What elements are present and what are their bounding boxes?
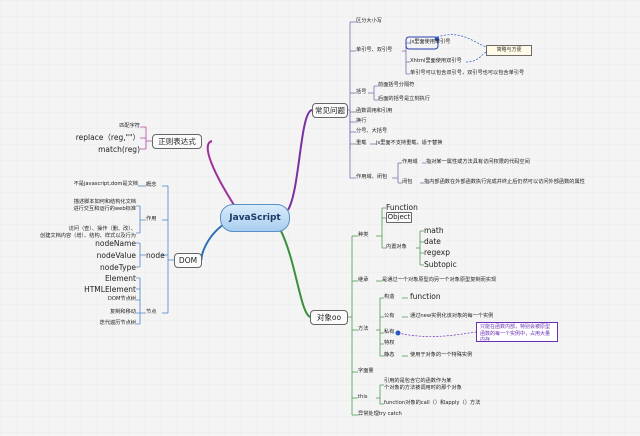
common-brackets[interactable]: 括号 [356,89,367,95]
oop-methods-privileged[interactable]: 特权 [384,340,395,346]
dom-nodes-dom[interactable]: DOM节点树 [107,296,136,302]
oop-inherit-text[interactable]: 是通过一个对象原型向另一个对象原型复制而实现 [382,277,497,283]
oop-methods[interactable]: 方法 [358,326,369,332]
oop-types-builtin[interactable]: 内置对象 [386,244,407,250]
root-node[interactable]: JavaScript [220,204,290,232]
highlight-dot [434,36,440,42]
oop-types-math[interactable]: math [424,226,444,235]
common-quotes[interactable]: 单引号、双引号 [356,47,393,53]
common-overload[interactable]: 重载 [356,140,367,146]
note-private: 只能在函数内部，特别会被原型函数的每一个实例中，占用大量内存 [476,322,558,343]
dom-node-name[interactable]: nodeName [95,239,136,248]
regex-links [140,126,152,150]
common-overload-text[interactable]: js里面不支持重载，适于替换 [376,140,443,146]
oop-types[interactable]: 种类 [358,232,369,238]
dom-role-line1[interactable]: 描述脚本如何和结构化文档 [73,199,136,205]
common-quotes-xhtml[interactable]: Xhtml里面使用双引号 [410,58,462,64]
oop-types-object[interactable]: Object [386,212,412,223]
dom-links [136,185,174,325]
oop-methods-public[interactable]: 公有 [384,313,395,319]
dom-concept-text[interactable]: 不是javascript,dom是文档 [73,181,138,187]
dom-role-line3[interactable]: 访问（查）、操作（删、改）、 [68,226,136,232]
oop-literal[interactable]: 字面量 [358,368,374,374]
dom-nodes-element[interactable]: Element [104,274,136,283]
branch-common[interactable]: 常见问题 [312,103,348,118]
link-root-oop [279,228,311,318]
common-call[interactable]: 函数调用和引用 [356,108,393,114]
common-brackets-back[interactable]: 后面的括号是立刻执行 [378,96,430,102]
note-link-private [397,331,477,337]
common-quotes-nest[interactable]: 单引号可以包含双引号，双引号也可以包含单引号 [410,70,525,76]
common-semicolon[interactable]: 分号、大括号 [356,128,388,134]
oop-methods-construct-text[interactable]: function [410,292,441,301]
common-case[interactable]: 区分大小写 [356,18,382,24]
oop-inherit[interactable]: 继承 [358,277,369,283]
dom-node[interactable]: node [146,251,165,260]
oop-links [348,207,424,416]
regex-replace[interactable]: replace（reg,""） [75,133,140,142]
common-brackets-front[interactable]: 前面括号分隔符 [378,82,415,88]
regex-match[interactable]: 匹配字符 [119,123,140,129]
dom-node-value[interactable]: nodeValue [96,251,136,260]
common-scope-scope[interactable]: 作用域 [402,159,418,165]
dom-nodes-copy[interactable]: 复制和移动 [110,309,136,315]
branch-oop[interactable]: 对象oo [310,310,348,325]
oop-methods-static[interactable]: 静态 [384,352,395,358]
note-link-quotes2 [465,51,487,63]
oop-types-regexp[interactable]: regexp [424,248,450,257]
dom-node-type[interactable]: nodeType [100,263,136,272]
oop-methods-private[interactable]: 私有 [384,329,395,335]
note-link-quotes [436,34,487,48]
regex-matchfn[interactable]: match(reg) [98,145,140,154]
dom-nodes[interactable]: 节点 [146,309,157,315]
dom-nodes-html[interactable]: HTMLElement [84,285,136,294]
dom-concept[interactable]: 概念 [146,182,157,188]
oop-this-line3[interactable]: function对象的call（）和apply（）方法 [384,400,481,406]
common-scope-closure[interactable]: 闭包 [402,179,413,185]
oop-types-subtopic[interactable]: Subtopic [424,260,457,269]
link-root-common [287,109,313,211]
dom-role-line4[interactable]: 创建文档内容（增）、结构、样式以及行为 [40,233,136,239]
common-newline[interactable]: 换行 [356,118,367,124]
branch-regex[interactable]: 正则表达式 [152,134,202,149]
branch-dom[interactable]: DOM [174,253,202,268]
oop-methods-public-text[interactable]: 通过new实例化该对象的每一个实例 [410,313,494,319]
common-scope-scope-text[interactable]: 指对某一属性或方法具有访问权限的代码空间 [426,159,530,165]
oop-methods-static-text[interactable]: 使用于对象的一个特殊实例 [410,352,473,358]
private-dot [395,330,401,336]
oop-exception[interactable]: 异常处理try catch [358,411,402,417]
link-root-regex [206,140,235,206]
dom-role[interactable]: 作用 [146,216,157,222]
highlight-js-quote [405,36,439,50]
common-scope[interactable]: 作用域、闭包 [356,174,388,180]
oop-this-line2[interactable]: 个对象的方法被调用时的那个对象 [384,385,462,391]
common-scope-closure-text[interactable]: 指内部函数在外部函数执行完成并终止后仍然可以访问外部函数的属性 [424,179,585,185]
oop-methods-construct[interactable]: 构造 [384,294,395,300]
oop-types-date[interactable]: date [424,237,441,246]
common-quotes-js[interactable]: js里面使用单引号 [410,39,451,45]
oop-types-function[interactable]: Function [386,203,418,212]
dom-nodes-traverse[interactable]: 迭代遍历节点树 [99,320,136,326]
dom-role-line2[interactable]: 进行交互和运行的web标准 [73,206,136,212]
oop-this-line1[interactable]: 引用的是包含它的函数作为某 [384,378,452,384]
oop-this[interactable]: this [358,394,368,400]
common-links [347,21,426,184]
note-quotes: 简略与方便 [486,45,532,56]
link-root-dom [200,223,225,261]
